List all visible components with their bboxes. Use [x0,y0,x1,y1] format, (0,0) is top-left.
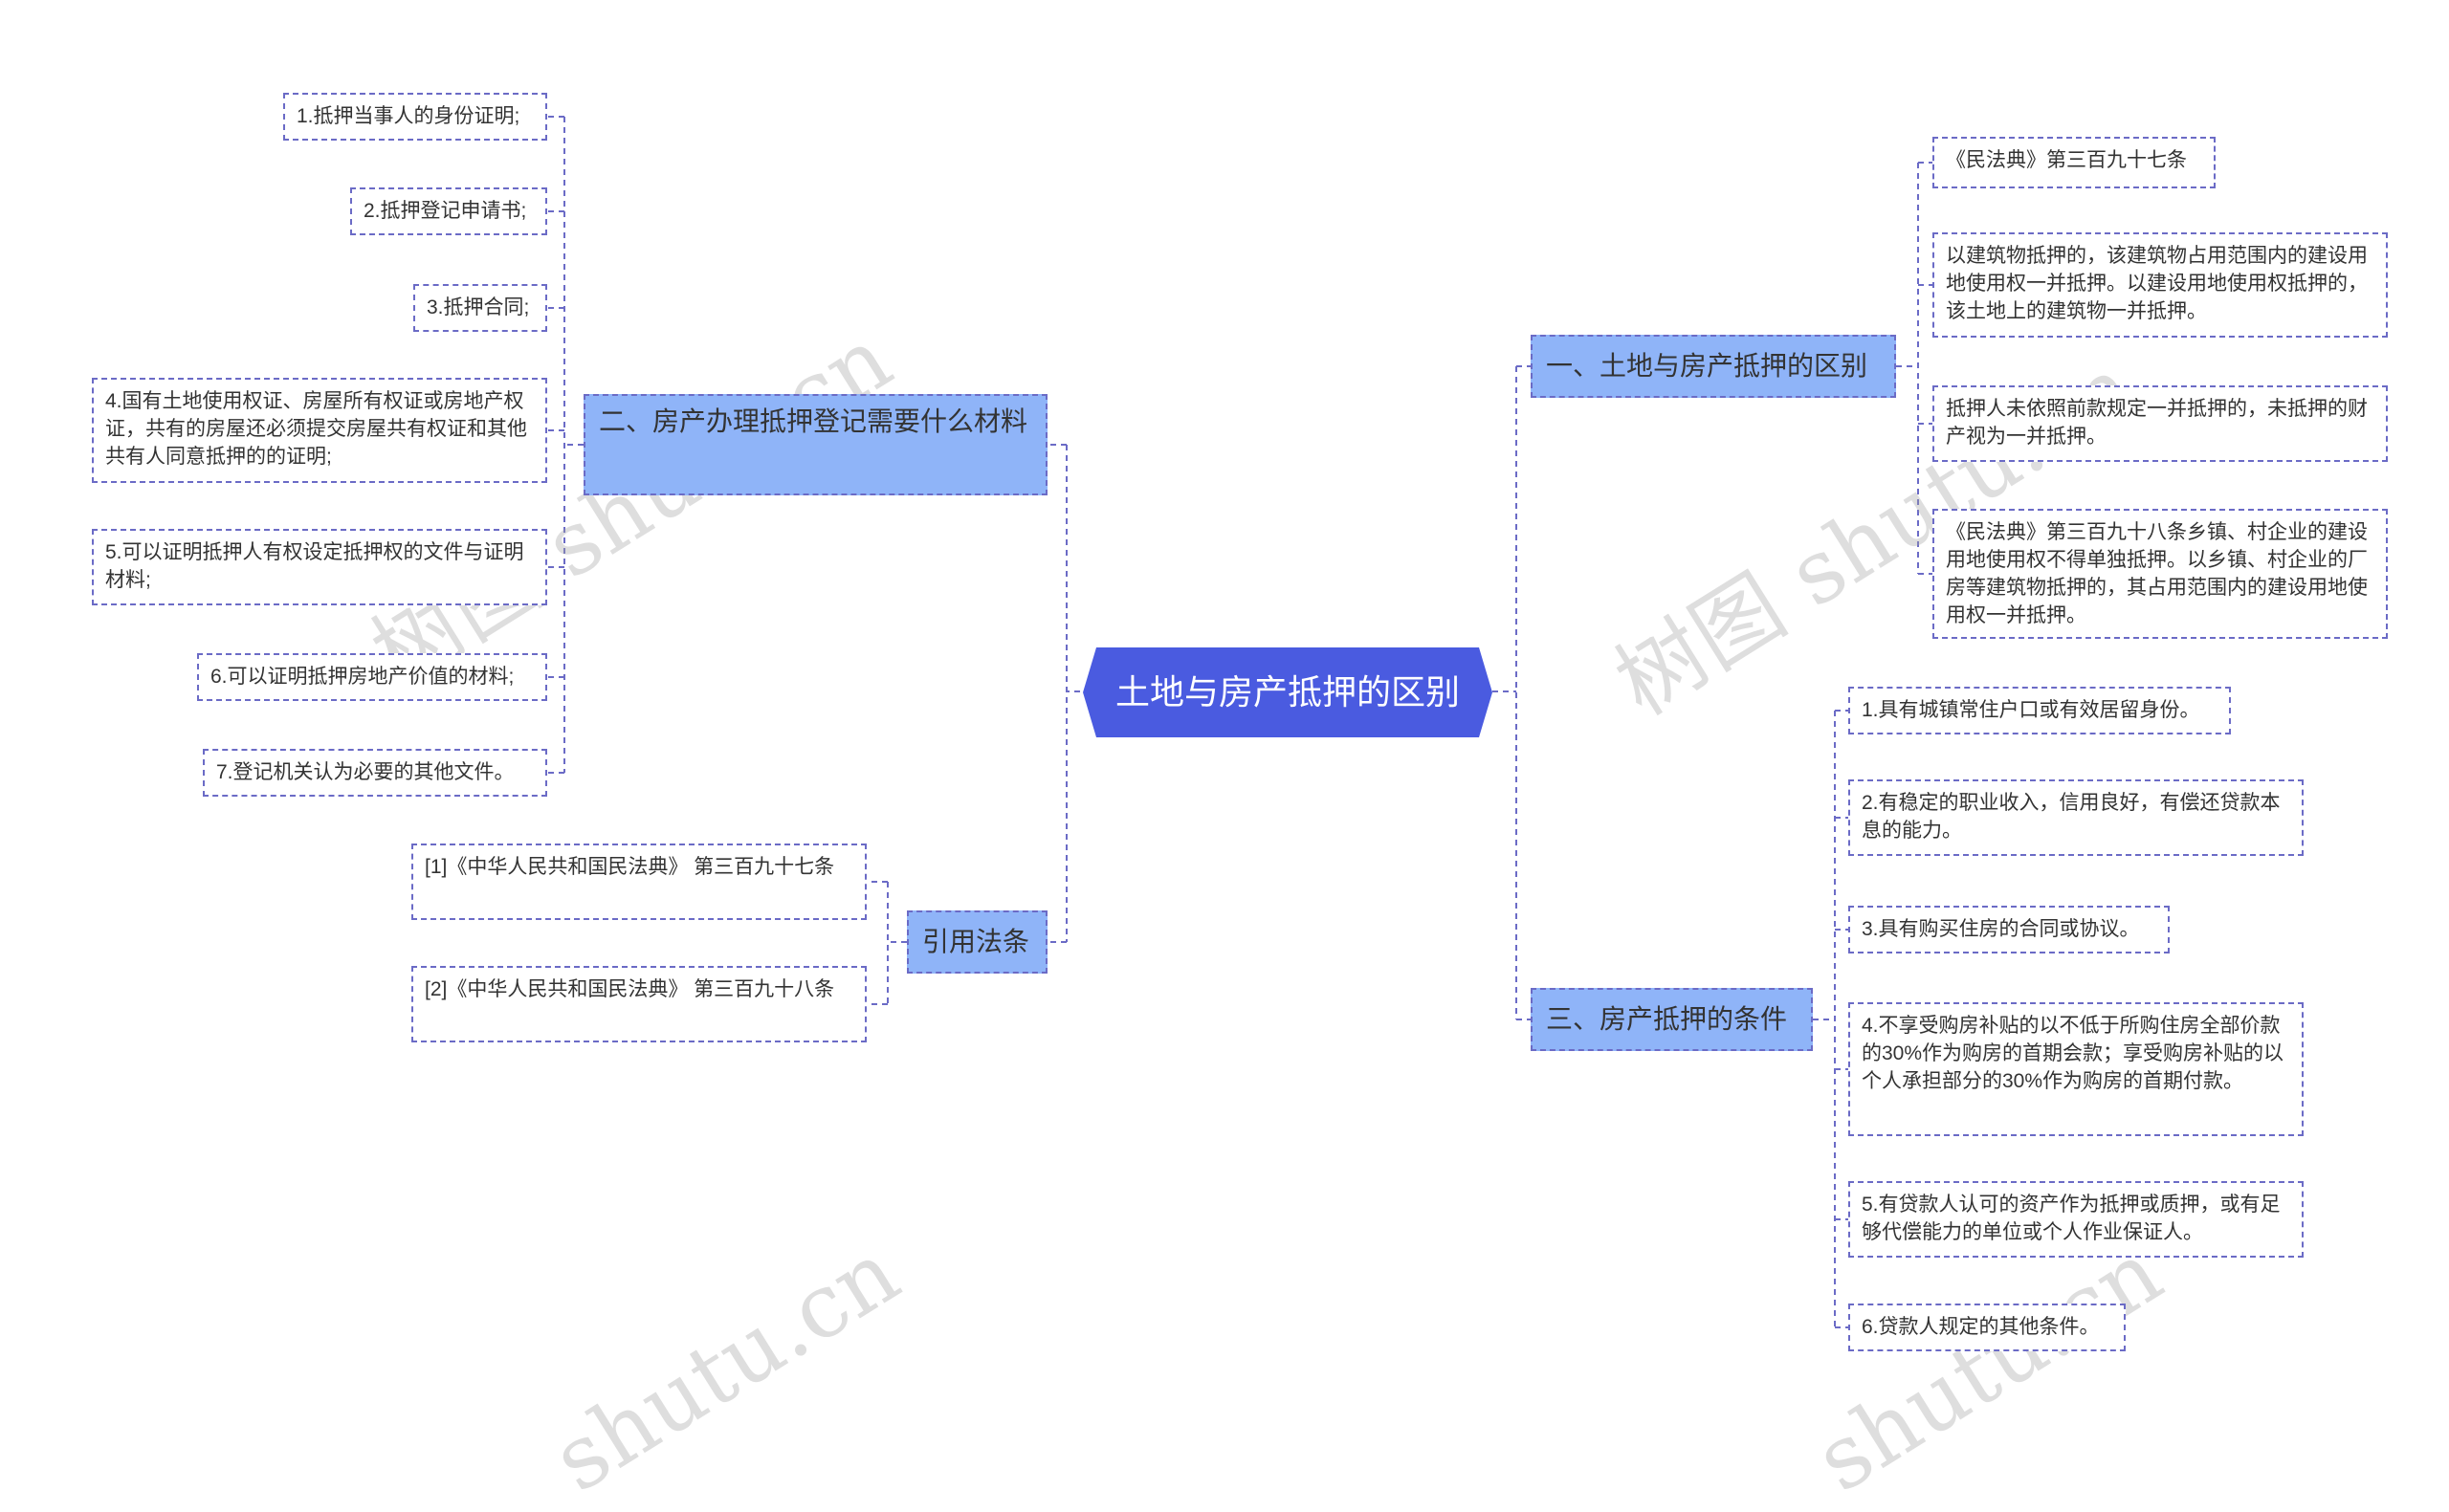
leaf-b1-3[interactable]: 抵押人未依照前款规定一并抵押的，未抵押的财产视为一并抵押。 [1932,385,2388,462]
leaf-b3-4[interactable]: 4.不享受购房补贴的以不低于所购住房全部价款的30%作为购房的首期会款；享受购房… [1848,1002,2304,1136]
root-node[interactable]: 土地与房产抵押的区别 [1083,647,1492,737]
leaf-b2-2[interactable]: 2.抵押登记申请书; [350,187,547,235]
leaf-b3-5[interactable]: 5.有贷款人认可的资产作为抵押或质押，或有足够代偿能力的单位或个人作业保证人。 [1848,1181,2304,1258]
leaf-b3-2[interactable]: 2.有稳定的职业收入，信用良好，有偿还贷款本息的能力。 [1848,779,2304,856]
leaf-b4-2[interactable]: [2]《中华人民共和国民法典》 第三百九十八条 [411,966,867,1042]
leaf-b2-5[interactable]: 5.可以证明抵押人有权设定抵押权的文件与证明材料; [92,529,547,605]
connector-lines [547,116,1932,1328]
leaf-b3-1[interactable]: 1.具有城镇常住户口或有效居留身份。 [1848,687,2231,734]
leaf-b3-6[interactable]: 6.贷款人规定的其他条件。 [1848,1304,2126,1351]
leaf-b1-4[interactable]: 《民法典》第三百九十八条乡镇、村企业的建设用地使用权不得单独抵押。以乡镇、村企业… [1932,509,2388,639]
leaf-b1-1[interactable]: 《民法典》第三百九十七条 [1932,137,2216,188]
leaf-b4-1[interactable]: [1]《中华人民共和国民法典》 第三百九十七条 [411,844,867,920]
branch-land-vs-house-difference[interactable]: 一、土地与房产抵押的区别 [1531,335,1896,398]
leaf-b1-2[interactable]: 以建筑物抵押的，该建筑物占用范围内的建设用地使用权一并抵押。以建设用地使用权抵押… [1932,232,2388,338]
leaf-b2-3[interactable]: 3.抵押合同; [413,284,547,332]
branch-mortgage-conditions[interactable]: 三、房产抵押的条件 [1531,988,1813,1051]
leaf-b2-6[interactable]: 6.可以证明抵押房地产价值的材料; [197,653,547,701]
branch-cited-law-articles[interactable]: 引用法条 [907,910,1048,974]
leaf-b2-1[interactable]: 1.抵押当事人的身份证明; [283,93,547,141]
leaf-b2-4[interactable]: 4.国有土地使用权证、房屋所有权证或房地产权证，共有的房屋还必须提交房屋共有权证… [92,378,547,483]
branch-mortgage-registration-materials[interactable]: 二、房产办理抵押登记需要什么材料 [584,394,1048,495]
leaf-b3-3[interactable]: 3.具有购买住房的合同或协议。 [1848,906,2170,953]
leaf-b2-7[interactable]: 7.登记机关认为必要的其他文件。 [203,749,547,797]
